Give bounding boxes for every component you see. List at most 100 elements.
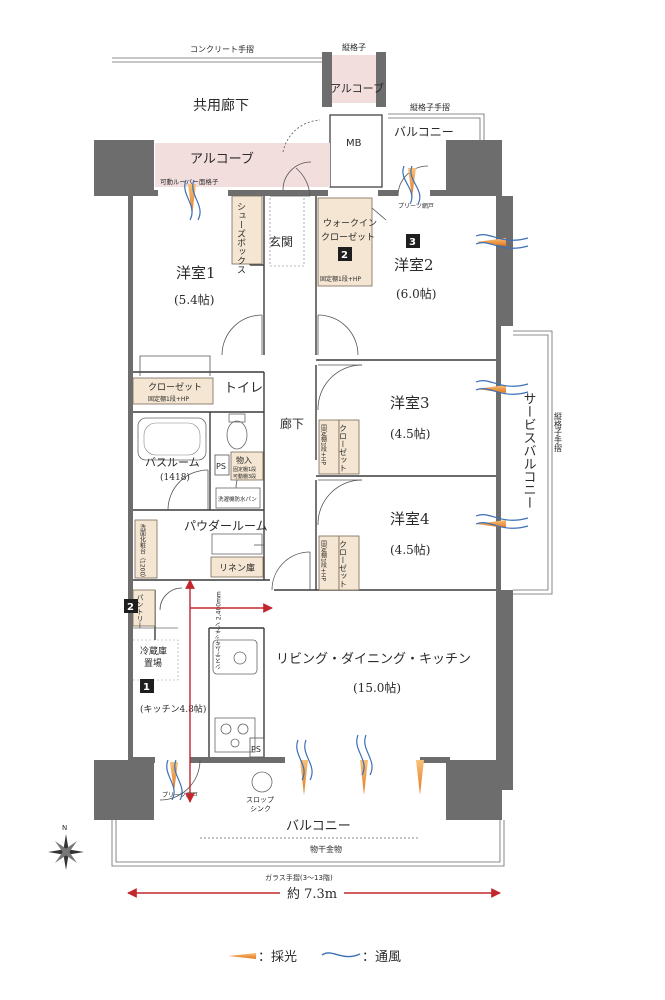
room4-size: (4.5帖)	[390, 542, 430, 557]
balcony-top-label: バルコニー	[394, 125, 454, 139]
ldk-size: (15.0帖)	[353, 680, 401, 695]
balcony-bottom-label: バルコニー	[286, 819, 351, 834]
common-corridor-label: 共用廊下	[193, 97, 249, 114]
legend-light-label: ：採光	[258, 950, 297, 965]
vanity	[134, 519, 158, 579]
bottom-balcony: プリーツ網戸 スロップ シンク バルコニー 物干金物 ガラス手摺(3〜13階)	[111, 771, 505, 882]
wind-mark	[166, 759, 175, 801]
top-exterior: コンクリート手摺 縦格子 アルコーブ 共用廊下 縦格子手摺 バルコニー MB ア…	[112, 42, 485, 191]
walkin-closet-line2: クローゼット	[321, 231, 375, 243]
toilet-label: トイレ	[224, 381, 263, 396]
storage-detail-1: 固定棚1段	[233, 466, 256, 473]
badge: 1	[140, 679, 154, 693]
alcove-label: アルコーブ	[190, 151, 254, 167]
bathtub	[137, 417, 207, 461]
ldk-name: リビング・ダイニング・キッチン	[276, 652, 471, 667]
wind-mark	[475, 514, 529, 521]
light-mark	[170, 762, 178, 792]
vertical-lattice-railing-label: 縦格子手摺	[410, 102, 450, 112]
compass-n-label: N	[62, 824, 67, 832]
pleated-screen-top-label: プリーツ網戸	[398, 202, 434, 210]
vertical-lattice-top-label: 縦格子	[342, 42, 366, 52]
wind-mark	[475, 234, 529, 241]
shoe-box-label: シューズボックス	[235, 202, 246, 274]
badge: 3	[406, 234, 420, 248]
closet3-label: クローゼット	[339, 424, 348, 472]
alcove-top-area	[322, 55, 386, 103]
legend-wind-label: ：通風	[362, 950, 401, 965]
legend: ：採光 ：通風	[228, 950, 401, 965]
washer-pan-label: 洗濯機防水パン	[218, 495, 257, 503]
ps2-label: PS	[251, 745, 261, 754]
light-mark	[416, 760, 424, 795]
service-balcony-label: サービスバルコニー	[521, 392, 537, 509]
column	[322, 52, 332, 107]
vertical-lattice-right-label: 縦格子手摺	[554, 411, 563, 453]
wind-mark	[402, 165, 413, 205]
entrance-label: 玄関	[269, 234, 293, 249]
light-mark	[408, 168, 416, 198]
pantry-label: パントリー	[136, 594, 144, 629]
kitchen-size: (キッチン4.8帖)	[140, 703, 206, 715]
interior-walls	[133, 196, 496, 757]
closet-label: クローゼット	[148, 381, 202, 393]
light-mark	[476, 385, 506, 393]
slop-sink	[251, 771, 273, 793]
light-mark	[300, 760, 308, 795]
wind-mark	[475, 380, 529, 387]
storage-label: 物入	[236, 455, 252, 465]
system-kitchen-label: システムキッチン 2,400mm	[216, 591, 223, 670]
mb-box	[329, 114, 383, 188]
hall-label: 廊下	[280, 416, 304, 431]
room1-name: 洋室1	[176, 264, 216, 282]
fridge-line2: 置場	[144, 657, 162, 669]
column	[376, 52, 386, 107]
glass-railing-label: ガラス手摺(3〜13階)	[265, 873, 333, 882]
powder-room-label: パウダールーム	[184, 518, 268, 533]
light-mark	[360, 760, 368, 795]
bathroom-size: (1418)	[160, 472, 190, 483]
wind-mark	[356, 734, 365, 776]
dimension: 約 7.3m	[127, 885, 501, 902]
svg-text:1: 1	[143, 682, 150, 693]
svg-text:2: 2	[127, 602, 134, 613]
closet-room1	[132, 377, 214, 405]
closet4-shelf-label: 固定棚1段+HP	[320, 540, 327, 581]
alcove-area	[155, 143, 330, 187]
fixtures: PS 洗濯機防水パン PS システムキッチン 2,400mm	[133, 413, 265, 758]
room1-size: (5.4帖)	[174, 292, 214, 307]
washer-pan	[215, 487, 261, 509]
toilet-bowl	[226, 420, 248, 450]
closets: シューズボックス 玄関 ウォークイン クローゼット 固定棚1段+HP プリーツ網…	[132, 195, 434, 629]
wind-mark	[184, 179, 193, 221]
room4-name: 洋室4	[390, 510, 430, 528]
shoe-box	[231, 195, 263, 265]
closet4-label: クローゼット	[339, 540, 348, 588]
sink	[212, 639, 258, 675]
svg-text:3: 3	[409, 237, 416, 248]
fridge-line1: 冷蔵庫	[140, 645, 167, 657]
svg-text:2: 2	[341, 250, 348, 261]
ps1-label: PS	[216, 462, 226, 471]
slop-sink-line1: スロップ	[246, 796, 274, 804]
linen-label: リネン庫	[219, 562, 255, 574]
wind-mark	[296, 739, 305, 781]
outer-walls	[94, 140, 513, 820]
badge: 2	[338, 247, 352, 261]
badge: 2	[124, 599, 138, 613]
walkin-closet	[317, 197, 373, 287]
light-mark	[476, 238, 506, 246]
service-balcony: サービスバルコニー 縦格子手摺	[513, 330, 563, 595]
alcove-top-label: アルコーブ	[330, 81, 384, 95]
door-swings	[159, 165, 429, 801]
fridge-space	[133, 639, 179, 681]
legend-wind-icon	[321, 952, 361, 958]
ps-shaft-2	[249, 737, 265, 758]
closet3-shelf-label: 固定棚1段+HP	[320, 424, 327, 465]
storage	[230, 451, 264, 481]
walkin-shelf-label: 固定棚1段+HP	[320, 275, 361, 283]
room2-size: (6.0帖)	[396, 286, 436, 301]
walkin-closet-line1: ウォークイン	[323, 218, 377, 229]
mb-label: MB	[346, 138, 362, 149]
